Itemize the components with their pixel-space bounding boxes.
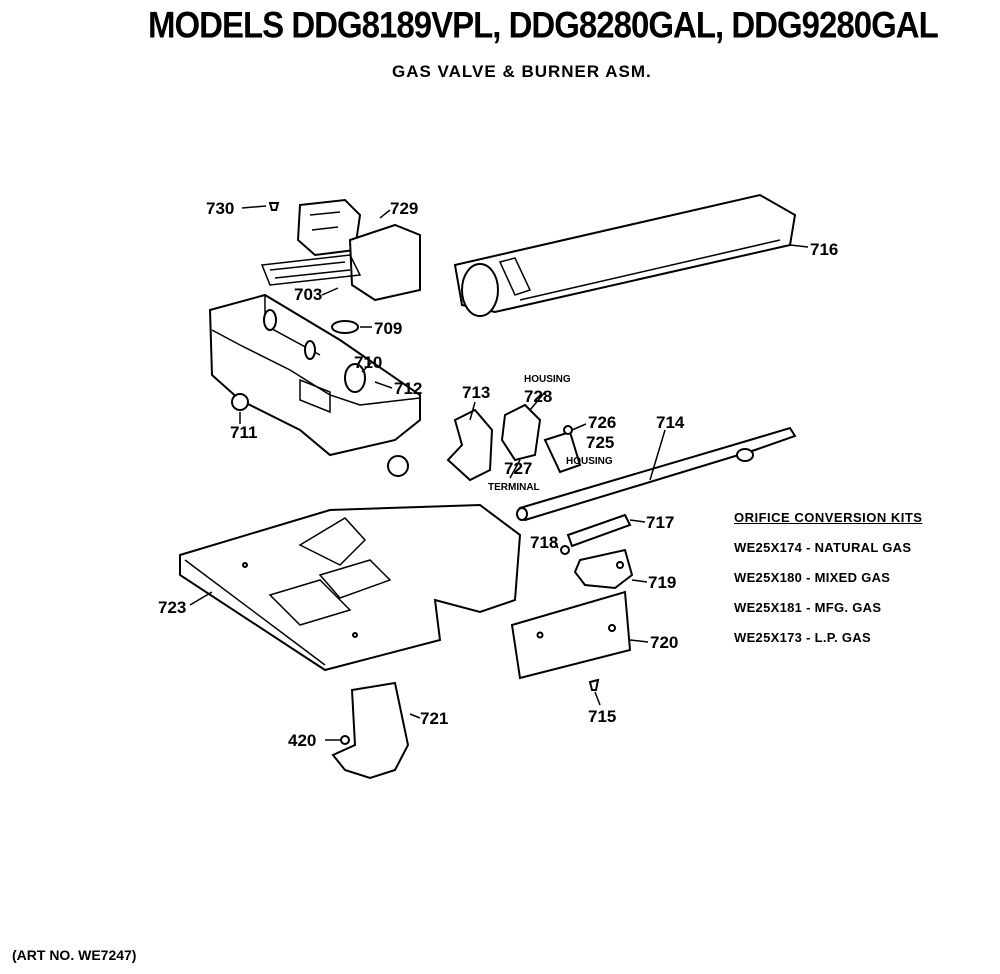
orifice-holder-717 [566,513,632,548]
orifice-718 [560,545,570,555]
label-712: 712 [394,379,422,398]
leader-lines [189,205,809,741]
label-711: 711 [230,423,257,442]
label-715: 715 [588,707,616,726]
orifice-kit-item: WE25X174 - NATURAL GAS [734,540,912,555]
plate-720 [510,590,632,680]
page-subtitle: GAS VALVE & BURNER ASM. [392,62,652,81]
burner-base-723 [179,503,522,672]
art-number: (ART NO. WE7247) [12,947,137,963]
gas-valve-712 [208,293,421,477]
gasket-709 [331,320,359,334]
label-728: 728 [524,387,552,406]
housing-728 [500,403,582,474]
pipe-714 [516,426,797,522]
label-725: 725 [586,433,614,452]
label-terminal: TERMINAL [488,482,540,493]
label-420: 420 [288,731,316,750]
orifice-kit-item: WE25X180 - MIXED GAS [734,570,891,585]
plug-711 [231,393,249,411]
page-title: MODELS DDG8189VPL, DDG8280GAL, DDG9280GA… [148,4,939,46]
label-713: 713 [462,383,490,402]
orifice-kit-item: WE25X181 - MFG. GAS [734,600,882,615]
label-716: 716 [810,240,838,259]
bracket-721 [331,681,410,780]
label-709: 709 [374,319,402,338]
orifice-kits-heading: ORIFICE CONVERSION KITS [734,510,923,525]
orifice-kit-item: WE25X173 - L.P. GAS [734,630,871,645]
label-723: 723 [158,598,186,617]
label-703: 703 [294,285,322,304]
label-719: 719 [648,573,676,592]
screw-730 [268,202,280,211]
bracket-719 [573,548,634,590]
label-718: 718 [530,533,558,552]
screw-420 [340,735,350,745]
label-729: 729 [390,199,418,218]
label-727: 727 [504,459,532,478]
orifice-kits-list: WE25X174 - NATURAL GAS WE25X180 - MIXED … [734,540,922,645]
label-717: 717 [646,513,674,532]
label-720: 720 [650,633,678,652]
label-housing-top: HOUSING [524,374,571,385]
bracket-713 [446,408,494,482]
label-726: 726 [588,413,616,432]
screw-715 [588,678,600,691]
label-714: 714 [656,413,685,432]
burner-tube-716 [453,193,797,317]
label-housing-side: HOUSING [566,456,613,467]
orifice-kits-panel: ORIFICE CONVERSION KITS WE25X174 - NATUR… [734,510,922,645]
coil-assembly-729 [260,198,421,302]
label-710: 710 [354,353,382,372]
label-721: 721 [420,709,448,728]
label-730: 730 [206,199,234,218]
